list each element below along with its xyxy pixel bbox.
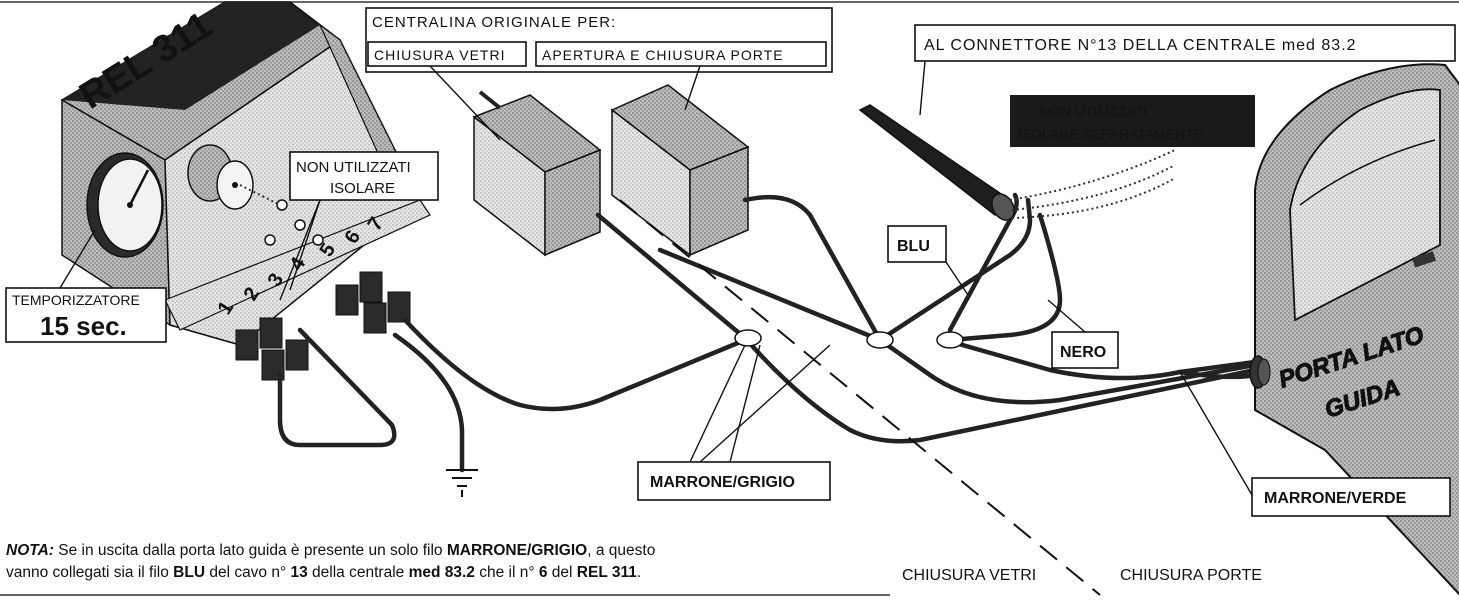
marrone-grigio-text: MARRONE/GRIGIO <box>650 474 795 491</box>
note-text-4: del cavo n° <box>205 564 291 581</box>
centralina-label: CENTRALINA ORIGINALE PER: CHIUSURA VETRI… <box>365 7 833 141</box>
black-label-line2: ISOLARE SEPARATAMENTE <box>1018 126 1203 142</box>
centralina-title: CENTRALINA ORIGINALE PER: <box>372 14 616 31</box>
note-bold-5: 6 <box>538 564 548 581</box>
control-wires <box>595 192 1258 444</box>
temporizzatore-label: TEMPORIZZATORE 15 sec. <box>5 229 167 343</box>
note-prefix: NOTA: <box>6 542 54 559</box>
box-chiusura-vetri: CHIUSURA VETRI <box>374 47 505 63</box>
note-text-1: Se in uscita dalla porta lato guida è pr… <box>53 542 447 559</box>
note-text-5: della centrale <box>307 564 409 581</box>
note-text-8: . <box>636 564 642 581</box>
relay-wires <box>277 317 748 473</box>
splices <box>734 329 964 349</box>
control-unit-vetri <box>472 90 602 257</box>
note-text-2: , a questo <box>587 542 656 559</box>
temporizzatore-text: TEMPORIZZATORE <box>12 292 140 308</box>
bottom-chiusura-porte: CHIUSURA PORTE <box>1120 567 1262 584</box>
non-utilizzati-line1: NON UTILIZZATI <box>296 159 411 176</box>
dashed-separator <box>619 199 1101 596</box>
note-bold-3: 13 <box>290 564 308 581</box>
non-utilizzati-line2: ISOLARE <box>330 180 395 197</box>
control-unit-porte <box>610 84 750 257</box>
rel311-module: REL 311 <box>60 1 431 346</box>
box-apertura-porte: APERTURA E CHIUSURA PORTE <box>542 47 784 63</box>
note-paragraph: NOTA: Se in uscita dalla porta lato guid… <box>6 540 886 584</box>
note-bold-2: BLU <box>173 564 206 581</box>
note-text-7: del <box>547 564 577 581</box>
note-bold-4: med 83.2 <box>408 564 475 581</box>
note-text-3: vanno collegati sia il filo <box>6 564 174 581</box>
non-utilizzati-black-label: NON UTILIZZATI ISOLARE SEPARATAMENTE <box>1010 95 1255 147</box>
nero-text: NERO <box>1060 344 1106 361</box>
relay-connectors <box>235 184 411 381</box>
nero-label: NERO <box>1047 299 1119 369</box>
note-text-6: che il n° <box>474 564 539 581</box>
blu-label: BLU <box>887 225 969 296</box>
marrone-verde-text: MARRONE/VERDE <box>1264 490 1407 507</box>
black-label-line1: NON UTILIZZATI <box>1040 103 1147 119</box>
ground-symbol <box>446 469 478 497</box>
bottom-chiusura-vetri: CHIUSURA VETRI <box>902 567 1036 584</box>
blu-text: BLU <box>897 238 930 255</box>
driver-door: PORTA LATO GUIDA <box>1249 63 1459 596</box>
note-bold-6: REL 311 <box>576 564 637 581</box>
note-bold-1: MARRONE/GRIGIO <box>446 542 588 559</box>
marrone-verde-label: MARRONE/VERDE <box>1179 371 1451 517</box>
connettore-label: AL CONNETTORE N°13 DELLA CENTRALE med 83… <box>914 24 1456 116</box>
non-utilizzati-label: NON UTILIZZATI ISOLARE <box>279 151 439 301</box>
marrone-grigio-label: MARRONE/GRIGIO <box>637 344 831 501</box>
connettore-text: AL CONNETTORE N°13 DELLA CENTRALE med 83… <box>924 37 1357 54</box>
time-value: 15 sec. <box>40 311 127 341</box>
main-cable <box>858 104 1176 221</box>
